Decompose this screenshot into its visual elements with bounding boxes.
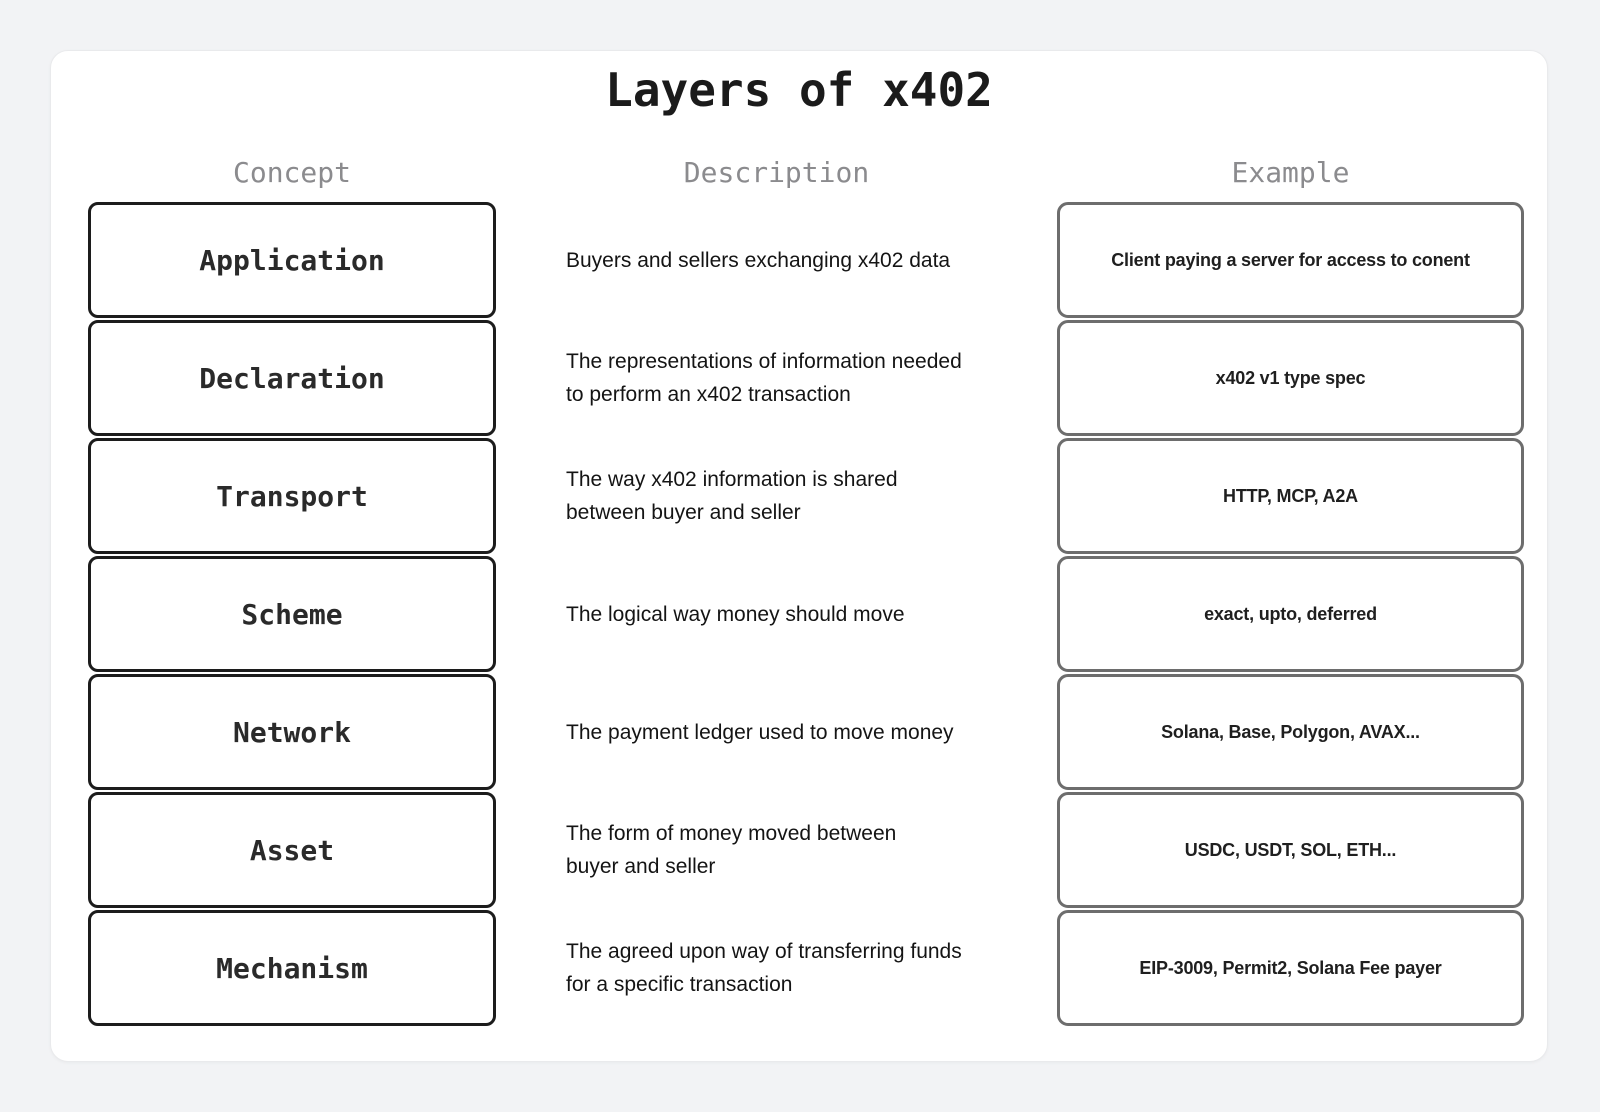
description-cell: Buyers and sellers exchanging x402 data — [496, 202, 1057, 318]
column-header-description: Description — [683, 156, 870, 189]
column-headers: Concept Description Example — [88, 155, 1524, 191]
page-title: Layers of x402 — [605, 63, 993, 117]
concept-label: Network — [232, 715, 351, 749]
description-text: The logical way money should move — [566, 602, 905, 626]
example-label: Client paying a server for access to con… — [1111, 249, 1470, 270]
example-label: x402 v1 type spec — [1215, 367, 1366, 388]
example-box: x402 v1 type spec — [1057, 320, 1524, 436]
table-row: Transport The way x402 information is sh… — [88, 438, 1524, 554]
example-label: exact, upto, deferred — [1204, 603, 1377, 624]
description-cell: The payment ledger used to move money — [496, 674, 1057, 790]
concept-box: Scheme — [88, 556, 496, 672]
example-box: Client paying a server for access to con… — [1057, 202, 1524, 318]
diagram-card: Layers of x402 Concept Description Examp… — [50, 50, 1548, 1062]
concept-label: Mechanism — [216, 951, 368, 985]
description-text: The payment ledger used to move money — [566, 720, 954, 744]
concept-box: Mechanism — [88, 910, 496, 1026]
description-text: The form of money moved between buyer an… — [566, 822, 897, 878]
table-row: Mechanism The agreed upon way of transfe… — [88, 910, 1524, 1026]
description-cell: The agreed upon way of transferring fund… — [496, 910, 1057, 1026]
example-label: EIP-3009, Permit2, Solana Fee payer — [1139, 957, 1442, 978]
table-row: Declaration The representations of infor… — [88, 320, 1524, 436]
column-header-concept: Concept — [232, 156, 351, 189]
layers-table: Application Buyers and sellers exchangin… — [88, 202, 1524, 1026]
description-text: The agreed upon way of transferring fund… — [566, 940, 962, 996]
description-text: The way x402 information is shared betwe… — [566, 468, 898, 524]
concept-box: Application — [88, 202, 496, 318]
concept-label: Scheme — [241, 597, 343, 631]
example-box: HTTP, MCP, A2A — [1057, 438, 1524, 554]
description-text: The representations of information neede… — [566, 350, 962, 406]
concept-box: Asset — [88, 792, 496, 908]
example-label: Solana, Base, Polygon, AVAX... — [1161, 721, 1420, 742]
description-cell: The form of money moved between buyer an… — [496, 792, 1057, 908]
description-cell: The way x402 information is shared betwe… — [496, 438, 1057, 554]
column-header-example: Example — [1231, 156, 1350, 189]
table-row: Application Buyers and sellers exchangin… — [88, 202, 1524, 318]
example-label: HTTP, MCP, A2A — [1223, 485, 1358, 506]
table-row: Network The payment ledger used to move … — [88, 674, 1524, 790]
concept-box: Network — [88, 674, 496, 790]
concept-label: Transport — [216, 479, 368, 513]
example-box: Solana, Base, Polygon, AVAX... — [1057, 674, 1524, 790]
table-row: Asset The form of money moved between bu… — [88, 792, 1524, 908]
concept-label: Application — [199, 243, 385, 277]
concept-label: Asset — [249, 833, 335, 867]
example-label: USDC, USDT, SOL, ETH... — [1184, 839, 1397, 860]
concept-label: Declaration — [199, 361, 385, 395]
description-text: Buyers and sellers exchanging x402 data — [566, 248, 951, 272]
concept-box: Transport — [88, 438, 496, 554]
concept-box: Declaration — [88, 320, 496, 436]
example-box: EIP-3009, Permit2, Solana Fee payer — [1057, 910, 1524, 1026]
description-cell: The representations of information neede… — [496, 320, 1057, 436]
table-row: Scheme The logical way money should move… — [88, 556, 1524, 672]
example-box: exact, upto, deferred — [1057, 556, 1524, 672]
example-box: USDC, USDT, SOL, ETH... — [1057, 792, 1524, 908]
description-cell: The logical way money should move — [496, 556, 1057, 672]
